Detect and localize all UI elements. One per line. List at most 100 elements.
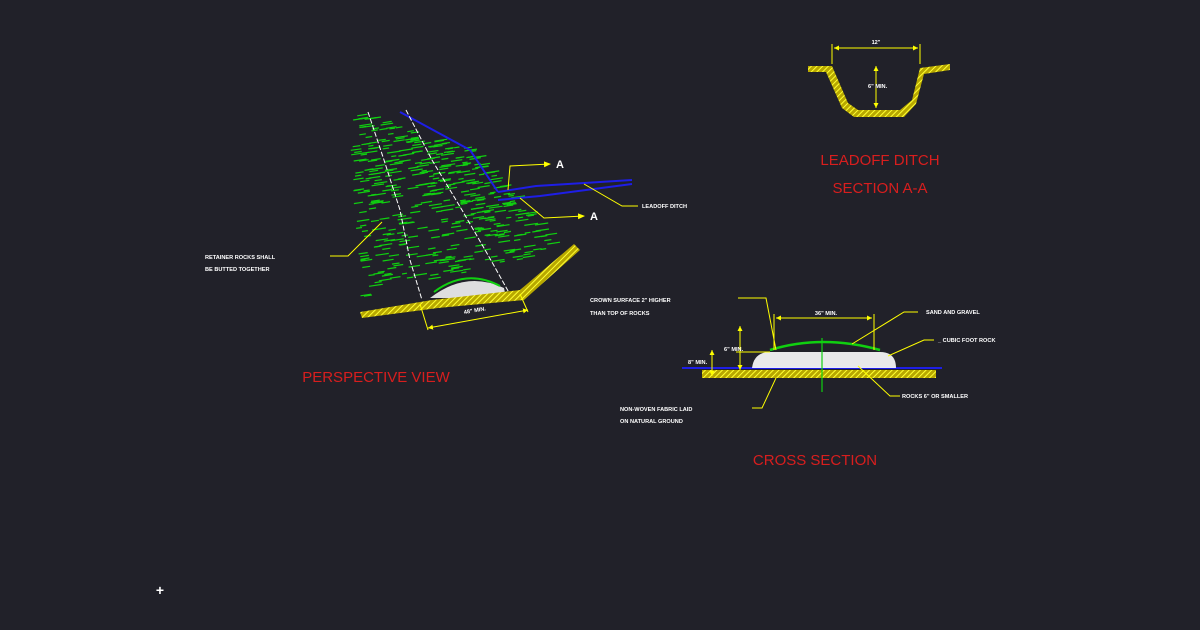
grass-stroke xyxy=(535,228,550,232)
grass-stroke xyxy=(430,273,439,276)
grass-stroke xyxy=(421,157,435,161)
grass-stroke xyxy=(450,159,463,162)
grass-stroke xyxy=(371,129,378,132)
grass-stroke xyxy=(460,202,468,205)
perspective-drawing: 48" MIN. A A LEADOFF DITCH RETAINER ROCK… xyxy=(205,109,687,386)
grass-stroke xyxy=(498,240,511,243)
grass-stroke xyxy=(380,122,394,126)
grass-stroke xyxy=(459,199,466,202)
grass-stroke xyxy=(414,140,425,144)
grass-stroke xyxy=(441,152,454,156)
grass-stroke xyxy=(515,218,529,222)
grass-stroke xyxy=(371,193,377,196)
grass-stroke xyxy=(481,209,495,213)
grass-stroke xyxy=(424,181,435,185)
grass-stroke xyxy=(387,150,401,154)
grass-stroke xyxy=(507,192,515,196)
cross-base-dim: 8" MIN. xyxy=(688,360,708,366)
grass-stroke xyxy=(394,135,408,139)
grass-stroke xyxy=(397,177,406,180)
grass-stroke xyxy=(365,150,378,154)
grass-stroke xyxy=(384,168,398,171)
fabric-callout-line1: NON-WOVEN FABRIC LAID xyxy=(620,407,692,413)
ditch-ground-hatch xyxy=(808,64,950,117)
leadoff-ditch-line-lower xyxy=(497,183,633,201)
grass-stroke xyxy=(375,252,389,256)
grass-stroke xyxy=(439,167,449,171)
grass-stroke xyxy=(368,274,375,277)
grass-stroke xyxy=(441,220,448,223)
grass-stroke xyxy=(360,179,370,183)
grass-stroke xyxy=(478,173,485,176)
grass-stroke xyxy=(378,278,392,282)
grass-stroke xyxy=(361,230,368,233)
grass-stroke xyxy=(477,227,492,231)
grass-stroke xyxy=(359,123,373,127)
grass-stroke xyxy=(419,161,431,165)
grass-stroke xyxy=(358,252,368,255)
grass-stroke xyxy=(389,127,395,130)
grass-stroke xyxy=(359,210,367,214)
grass-stroke xyxy=(371,172,381,175)
grass-stroke xyxy=(460,200,471,203)
grass-stroke xyxy=(386,184,393,187)
grass-stroke xyxy=(471,198,486,202)
grass-stroke xyxy=(411,145,424,149)
grass-slope-hatch xyxy=(350,113,561,297)
grass-stroke xyxy=(381,273,393,277)
rock-bed-end xyxy=(430,280,506,298)
grass-stroke xyxy=(463,162,471,166)
grass-stroke xyxy=(354,150,362,154)
retainer-callout-leader xyxy=(330,221,383,257)
grass-stroke xyxy=(359,224,367,227)
grass-stroke xyxy=(368,283,383,287)
grass-stroke xyxy=(447,183,456,186)
grass-stroke xyxy=(505,251,515,254)
grass-stroke xyxy=(456,170,471,174)
grass-stroke xyxy=(371,183,385,187)
grass-stroke xyxy=(451,225,462,229)
grass-stroke xyxy=(434,139,444,143)
section-aa-title-line1: LEADOFF DITCH xyxy=(820,152,939,169)
grass-stroke xyxy=(454,146,460,149)
grass-stroke xyxy=(503,202,511,205)
cross-rock-dim: 6" MIN. xyxy=(724,347,744,353)
grass-stroke xyxy=(388,170,402,174)
grass-stroke xyxy=(524,222,539,226)
retainer-callout-line1: RETAINER ROCKS SHALL xyxy=(205,255,276,261)
grass-stroke xyxy=(431,192,442,196)
grass-stroke xyxy=(427,185,436,188)
grass-stroke xyxy=(540,248,547,251)
grass-stroke xyxy=(438,261,449,264)
grass-stroke xyxy=(370,147,378,150)
grass-stroke xyxy=(490,255,498,258)
rocks-callout-label: ROCKS 6" OR SMALLER xyxy=(902,394,968,400)
grass-stroke xyxy=(445,256,456,259)
grass-stroke xyxy=(524,231,531,234)
rock-bed-crown xyxy=(433,277,501,293)
grass-stroke xyxy=(534,222,549,226)
grass-stroke xyxy=(544,239,552,242)
grass-stroke xyxy=(356,218,370,222)
grass-stroke xyxy=(368,207,377,210)
grass-stroke xyxy=(475,227,485,231)
grass-stroke xyxy=(382,258,394,262)
grass-stroke xyxy=(439,165,452,168)
grass-stroke xyxy=(464,192,476,196)
cross-width-dim: 36" MIN. xyxy=(815,311,838,317)
grass-stroke xyxy=(386,126,397,129)
grass-stroke xyxy=(425,261,438,265)
grass-stroke xyxy=(484,211,491,214)
grass-stroke xyxy=(386,233,395,236)
grass-stroke xyxy=(398,243,407,246)
grass-stroke xyxy=(451,267,460,270)
grass-stroke xyxy=(398,215,407,218)
grass-stroke xyxy=(436,152,444,156)
grass-stroke xyxy=(462,164,469,167)
grass-stroke xyxy=(401,272,408,275)
grass-stroke xyxy=(389,276,401,279)
grass-stroke xyxy=(426,253,436,256)
grass-stroke xyxy=(381,201,391,204)
grass-stroke xyxy=(433,258,446,262)
